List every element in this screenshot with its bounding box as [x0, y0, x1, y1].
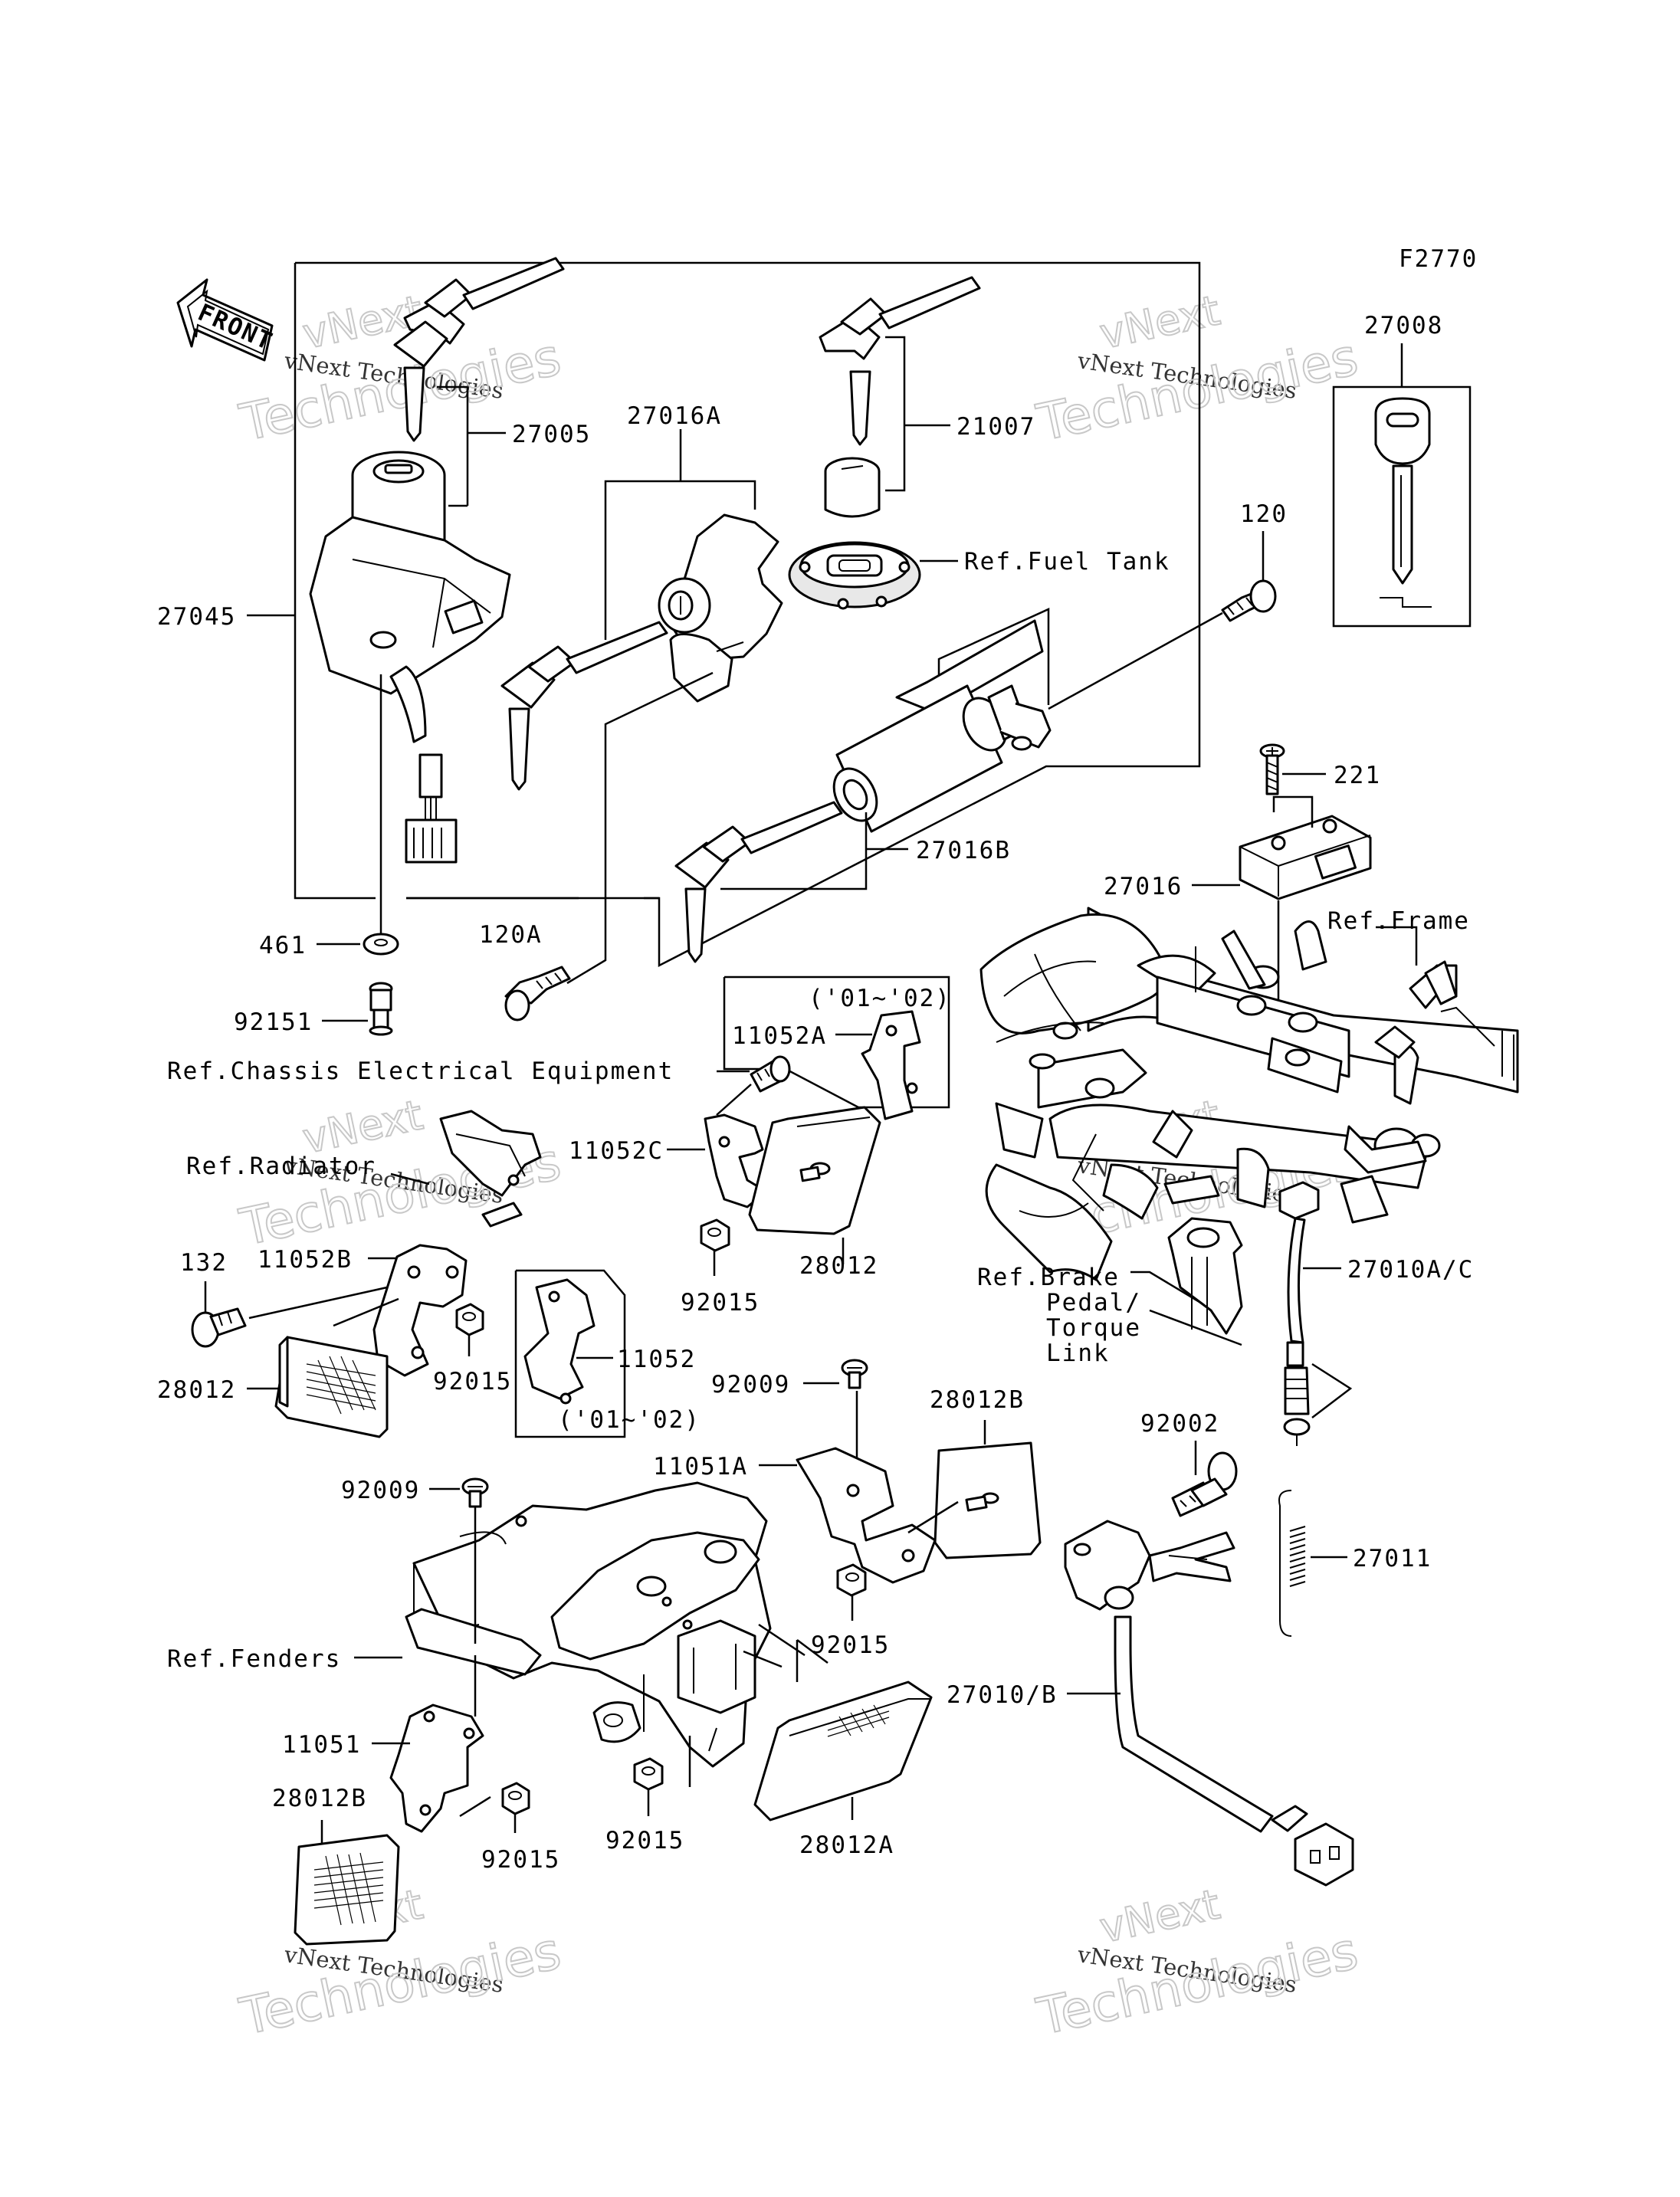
label-ref-brake-3: Torque	[1046, 1314, 1141, 1342]
lock-27016B	[674, 608, 1052, 963]
nut-92015-e	[633, 1757, 664, 1791]
fuel-cap-lock-21007	[788, 276, 981, 610]
bracket-11052A	[861, 1010, 921, 1120]
label-11051A: 11051A	[653, 1453, 748, 1481]
label-27016B: 27016B	[916, 837, 1011, 864]
bolt-92009-b	[461, 1477, 489, 1508]
label-27010B: 27010/B	[947, 1681, 1058, 1709]
label-92015-a: 92015	[681, 1289, 760, 1317]
label-28012B-left: 28012B	[272, 1785, 367, 1812]
label-0102-a: ('01~'02)	[809, 985, 951, 1012]
svg-text:vNext: vNext	[1096, 1880, 1224, 1952]
label-92009-a: 92009	[711, 1371, 790, 1399]
brake-switch-27010AC	[1278, 1181, 1320, 1446]
nut-92015-b	[455, 1303, 484, 1336]
label-92015-b: 92015	[433, 1368, 512, 1395]
label-28012A: 28012A	[799, 1831, 894, 1859]
label-132: 132	[180, 1249, 228, 1277]
label-28012B-right: 28012B	[930, 1386, 1025, 1414]
svg-text:vNext: vNext	[1096, 286, 1224, 358]
bracket-11052	[523, 1278, 596, 1405]
label-27045: 27045	[157, 603, 236, 631]
bolt-92002	[1171, 1451, 1238, 1517]
bracket-27016	[1239, 815, 1372, 900]
label-92009-b: 92009	[341, 1477, 420, 1504]
ignition-switch-27045	[309, 257, 565, 864]
label-27011: 27011	[1353, 1545, 1432, 1572]
label-28012-right: 28012	[799, 1252, 878, 1280]
bracket-11051A	[796, 1447, 937, 1584]
label-0102-b: ('01~'02)	[558, 1406, 701, 1434]
label-92151: 92151	[234, 1008, 313, 1036]
label-461: 461	[259, 932, 307, 959]
plate-28012B-right	[934, 1441, 1042, 1559]
label-92015-d: 92015	[481, 1846, 560, 1874]
svg-text:Technologies: Technologies	[1032, 1921, 1363, 2047]
screw-221	[1259, 743, 1285, 795]
label-27008: 27008	[1364, 312, 1443, 339]
key-27008	[1374, 397, 1432, 608]
reflector-28012B-left	[294, 1834, 400, 1946]
nut-92015-a	[700, 1218, 730, 1252]
group-frame-left	[294, 263, 376, 900]
rear-switch-27010B	[1064, 1520, 1354, 1887]
label-28012-left: 28012	[157, 1376, 236, 1404]
label-11051: 11051	[282, 1731, 361, 1759]
label-27010AC: 27010A/C	[1347, 1256, 1474, 1284]
label-92015-c: 92015	[811, 1631, 890, 1659]
brake-bracket	[1167, 1217, 1243, 1335]
label-11052: 11052	[617, 1346, 696, 1373]
label-27016: 27016	[1104, 873, 1183, 900]
label-92002: 92002	[1140, 1410, 1219, 1438]
label-120: 120	[1240, 500, 1288, 528]
label-92015-e: 92015	[605, 1827, 684, 1854]
washer-461	[363, 933, 399, 956]
bolt-120	[1221, 579, 1277, 622]
label-11052B: 11052B	[258, 1246, 353, 1274]
bolt-92009-a	[841, 1359, 868, 1389]
watermark-bottom-right: vNext vNext Technologies Technologies	[1031, 1879, 1363, 2048]
reflector-28012-left	[274, 1336, 389, 1438]
label-ref-chassis-electrical: Ref.Chassis Electrical Equipment	[167, 1058, 674, 1085]
svg-text:Technologies: Technologies	[1032, 327, 1363, 453]
radiator-bracket	[439, 1110, 542, 1228]
label-221: 221	[1334, 762, 1381, 789]
label-ref-fenders: Ref.Fenders	[167, 1645, 341, 1673]
label-ref-brake-2: Pedal/	[1046, 1289, 1141, 1317]
front-arrow-icon: FRONT	[176, 278, 277, 362]
reflector-28012A	[753, 1681, 933, 1822]
label-11052A: 11052A	[732, 1022, 827, 1050]
figure-code: F2770	[1399, 245, 1478, 273]
bracket-11052C	[704, 1113, 769, 1208]
label-27005: 27005	[512, 421, 591, 448]
spring-27011	[1278, 1490, 1306, 1637]
svg-text:Technologies: Technologies	[235, 1921, 566, 2047]
label-ref-frame: Ref.Frame	[1327, 907, 1470, 935]
seat-lock-27016A	[500, 513, 783, 791]
bolt-120A	[504, 966, 571, 1021]
watermark-top-right: vNext vNext Technologies Technologies	[1031, 285, 1363, 454]
label-120A: 120A	[479, 921, 543, 949]
label-21007: 21007	[956, 413, 1035, 441]
plate-28012-right	[748, 1106, 881, 1235]
box-11052	[514, 1269, 626, 1438]
rear-fender-assembly	[405, 1481, 772, 1768]
nut-92015-c	[836, 1563, 867, 1597]
bolt-chassis	[750, 1055, 791, 1093]
nut-92015-d	[501, 1782, 530, 1815]
watermark-bottom-left: vNext vNext Technologies Technologies	[234, 1879, 566, 2048]
bolt-92151	[369, 982, 393, 1036]
label-ref-radiator: Ref.Radiator	[186, 1153, 376, 1180]
label-ref-fuel-tank: Ref.Fuel Tank	[964, 548, 1170, 575]
label-ref-brake-1: Ref.Brake	[977, 1264, 1120, 1291]
label-11052C: 11052C	[569, 1137, 664, 1165]
frame-assembly	[979, 907, 1519, 1281]
label-27016A: 27016A	[627, 402, 722, 430]
bolt-132	[191, 1307, 247, 1348]
label-ref-brake-4: Link	[1046, 1340, 1110, 1367]
bracket-11051	[389, 1703, 484, 1833]
